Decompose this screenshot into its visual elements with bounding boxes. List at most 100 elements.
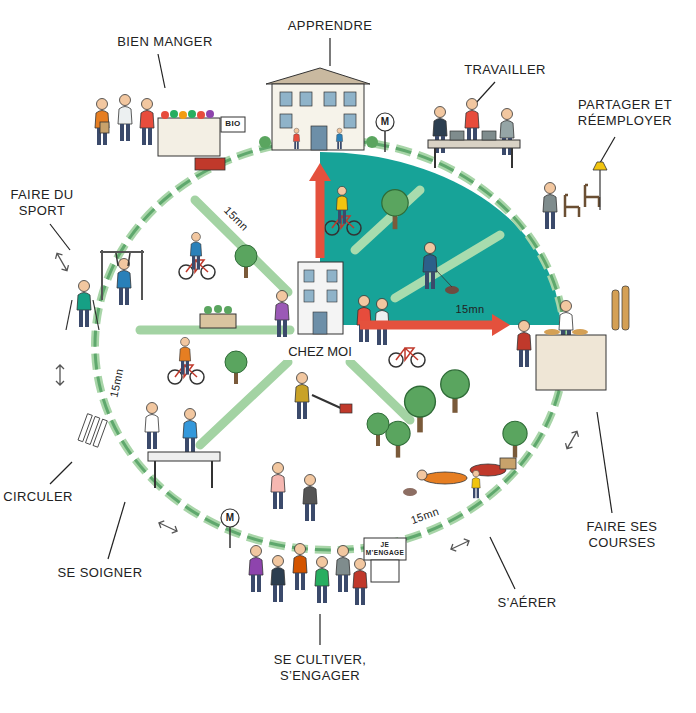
market-scene bbox=[170, 110, 178, 118]
red-arrow bbox=[309, 163, 510, 336]
leader-line bbox=[158, 54, 165, 88]
bakery-scene bbox=[572, 329, 588, 335]
market-scene bbox=[140, 99, 154, 146]
doctor-scene bbox=[148, 452, 220, 461]
office-scene bbox=[450, 131, 464, 140]
home-label-box: CHEZ MOI bbox=[284, 343, 356, 360]
culture-scene bbox=[303, 475, 317, 522]
school-building bbox=[272, 84, 364, 150]
neighbourhood-scene bbox=[275, 291, 289, 338]
doctor-scene bbox=[154, 461, 156, 488]
market-scene bbox=[188, 110, 196, 118]
school-building bbox=[336, 128, 342, 149]
doctor-scene bbox=[183, 409, 197, 456]
leader-line bbox=[50, 38, 615, 645]
market-scene bbox=[195, 158, 225, 170]
park-scene bbox=[503, 421, 527, 457]
metro-letter: M bbox=[226, 512, 235, 524]
neighbourhood-scene bbox=[225, 351, 247, 384]
sport-scene bbox=[93, 300, 99, 330]
home-building bbox=[298, 262, 343, 334]
neighbourhood-scene bbox=[168, 232, 425, 446]
culture-scene bbox=[271, 463, 285, 510]
office-scene bbox=[434, 148, 436, 168]
office-scene bbox=[428, 99, 520, 169]
double-arrow bbox=[54, 251, 71, 272]
activity-label: FAIRE SES COURSES bbox=[576, 519, 668, 550]
school-building bbox=[293, 128, 299, 149]
culture-scene bbox=[371, 560, 399, 582]
neighbourhood-scene bbox=[224, 306, 232, 314]
home-building bbox=[327, 290, 337, 302]
red-arrow bbox=[309, 163, 331, 181]
metro-sign bbox=[376, 113, 394, 131]
metro-sign bbox=[221, 509, 239, 548]
park-scene bbox=[441, 370, 470, 413]
neighbourhood-scene bbox=[340, 404, 352, 413]
culture-scene bbox=[249, 546, 263, 593]
metro-sign bbox=[221, 509, 239, 527]
home-building bbox=[313, 312, 327, 334]
double-arrow bbox=[54, 251, 581, 553]
activity-label: S’AÉRER bbox=[497, 595, 556, 611]
leader-line bbox=[329, 38, 330, 66]
school-building bbox=[266, 68, 370, 84]
park-scene bbox=[386, 370, 527, 498]
activity-label: CIRCULER bbox=[3, 489, 73, 505]
leader-line bbox=[597, 412, 612, 513]
metro-sign bbox=[384, 131, 386, 152]
leader-line bbox=[50, 462, 72, 484]
doctor-scene bbox=[145, 403, 220, 489]
bakery-scene bbox=[622, 286, 629, 330]
sport-scene bbox=[128, 253, 130, 266]
double-arrow bbox=[56, 365, 64, 385]
culture-scene bbox=[364, 538, 406, 560]
red-arrow bbox=[492, 314, 510, 336]
culture-scene bbox=[293, 544, 307, 591]
leader-line bbox=[319, 614, 320, 645]
sport-scene bbox=[66, 250, 144, 330]
sport-scene bbox=[66, 300, 72, 330]
neighbourhood-scene bbox=[214, 305, 222, 313]
school-building bbox=[280, 92, 292, 106]
school-building bbox=[259, 68, 378, 150]
school-building bbox=[324, 92, 336, 106]
teal-scene bbox=[382, 190, 408, 230]
metro-sign bbox=[229, 527, 231, 548]
school-building bbox=[344, 114, 356, 128]
double-arrow bbox=[157, 519, 179, 535]
culture-scene bbox=[353, 559, 367, 606]
home-building bbox=[304, 270, 314, 282]
node-text: CHEZ MOI bbox=[288, 344, 352, 359]
market-scene bbox=[197, 111, 205, 119]
leader-line bbox=[475, 82, 495, 104]
activity-label: TRAVAILLER bbox=[464, 62, 546, 78]
park-scene bbox=[423, 472, 467, 484]
office-scene bbox=[428, 140, 520, 148]
repair-scene bbox=[585, 185, 599, 207]
park-scene bbox=[500, 458, 516, 469]
market-scene bbox=[118, 95, 132, 142]
school-building bbox=[366, 136, 378, 148]
repair-scene bbox=[543, 162, 607, 229]
neighbourhood-scene bbox=[367, 413, 389, 446]
red-arrow bbox=[360, 321, 493, 330]
teal-sector bbox=[320, 152, 560, 325]
activity-label: PARTAGER ET RÉEMPLOYER bbox=[569, 97, 681, 128]
neighbourhood-scene bbox=[190, 232, 201, 269]
sign-text: BIO bbox=[225, 119, 240, 129]
market-scene bbox=[161, 111, 169, 119]
sport-scene bbox=[116, 253, 118, 266]
sign-text: JE M’ENGAGE bbox=[365, 541, 405, 557]
doctor-scene bbox=[145, 403, 159, 450]
red-arrow bbox=[316, 180, 325, 258]
teal-scene bbox=[436, 270, 452, 287]
market-scene bbox=[95, 95, 245, 171]
bakery-scene bbox=[517, 321, 531, 368]
distance-label: 15mn bbox=[455, 303, 484, 316]
school-building bbox=[280, 114, 292, 128]
school-building bbox=[300, 92, 312, 106]
double-arrow bbox=[564, 429, 581, 450]
activity-label: FAIRE DU SPORT bbox=[3, 187, 81, 218]
bakery-scene bbox=[544, 329, 560, 335]
